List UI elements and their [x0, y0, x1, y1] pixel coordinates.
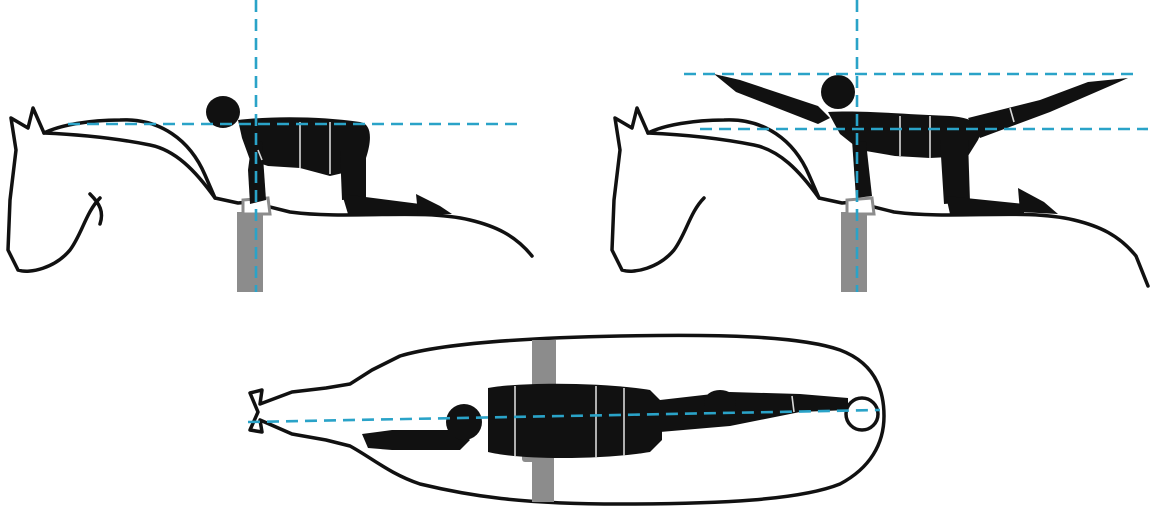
horse-tail — [846, 398, 878, 430]
surcingle-strap — [841, 212, 867, 292]
vaulter-foot — [416, 194, 452, 214]
surcingle-handle — [847, 198, 874, 214]
vaulter-thigh — [340, 150, 366, 200]
panel-top-view — [248, 335, 884, 504]
surcingle-strap — [237, 212, 263, 292]
vaulter-shin — [342, 194, 420, 214]
surcingle-strap-top — [532, 340, 556, 386]
vaulter-head — [446, 404, 482, 440]
vaulter-foot — [1018, 188, 1058, 214]
vaulter-knee — [704, 390, 736, 414]
panel-flag — [612, 0, 1148, 292]
vaulter-shin — [946, 196, 1024, 214]
vaulter-thigh — [940, 140, 970, 204]
vaulter-torso — [488, 384, 662, 458]
panel-kneel — [8, 0, 532, 292]
vaulter-head — [821, 75, 855, 109]
vaulter-raised-arm — [714, 74, 830, 124]
vaulter-kneeling — [206, 96, 452, 214]
